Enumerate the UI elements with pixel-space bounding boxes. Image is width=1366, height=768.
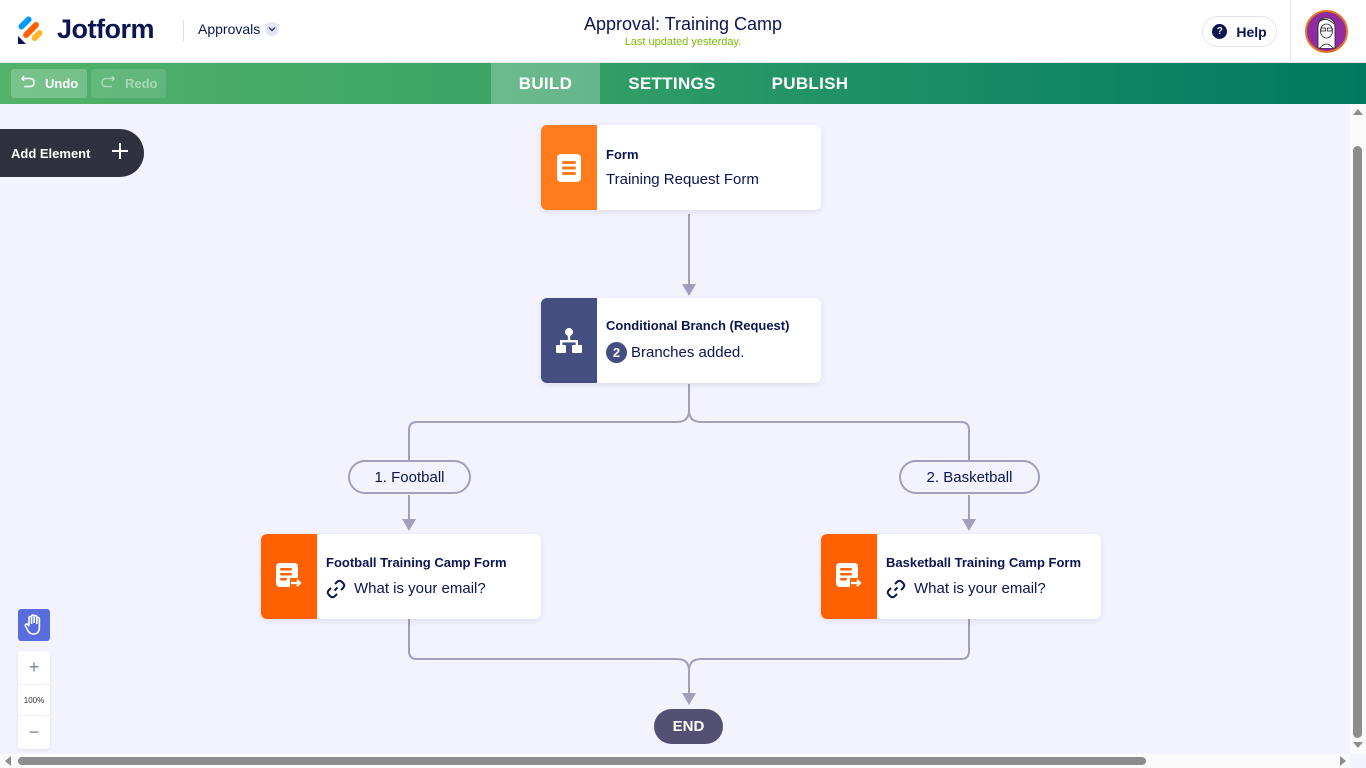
node-form[interactable]: Form Training Request Form [541, 125, 821, 210]
vertical-scrollbar[interactable] [1350, 104, 1366, 754]
tab-build[interactable]: BUILD [491, 63, 600, 104]
zoom-out-button[interactable]: − [28, 722, 40, 742]
arrow-to-basketball [962, 519, 976, 531]
end-node: END [654, 709, 723, 744]
scroll-right-arrow-icon[interactable] [1340, 756, 1346, 766]
brand-name: Jotform [57, 14, 155, 44]
node-branch-title: Conditional Branch (Request) [606, 318, 790, 333]
undo-label: Undo [45, 76, 79, 91]
help-label: Help [1236, 23, 1267, 40]
scroll-up-arrow-icon[interactable] [1353, 109, 1363, 115]
node-football-field: What is your email? [326, 579, 507, 599]
node-basketball-subtitle: What is your email? [914, 580, 1046, 597]
node-football-title: Football Training Camp Form [326, 554, 507, 570]
branch-icon [556, 327, 582, 353]
arrow-to-end [682, 693, 696, 705]
add-element-label: Add Element [11, 145, 91, 161]
branch-label-football[interactable]: 1. Football [348, 460, 471, 494]
form-assign-icon [276, 562, 302, 587]
product-menu-dropdown[interactable]: Approvals [198, 21, 280, 37]
arrow-to-branch [682, 284, 696, 296]
node-form-title: Form [606, 147, 639, 162]
zoom-controls: + 100% − [18, 651, 50, 749]
tab-publish[interactable]: PUBLISH [771, 73, 849, 93]
connector-branch-split [408, 384, 970, 460]
connector-merge-to-end [408, 619, 970, 694]
jotform-logo[interactable]: Jotform [17, 14, 155, 45]
node-basketball-form[interactable]: Basketball Training Camp Form What is yo… [821, 534, 1101, 619]
top-header: Jotform Approvals Approval: Training Cam… [0, 0, 1366, 63]
avatar-illustration-icon [1317, 17, 1336, 49]
node-basketball-title: Basketball Training Camp Form [886, 554, 1082, 570]
help-icon: ? [1212, 24, 1228, 39]
redo-label: Redo [125, 76, 158, 91]
user-avatar[interactable] [1305, 10, 1348, 53]
node-conditional-branch[interactable]: Conditional Branch (Request) 2 Branches … [541, 298, 821, 383]
scroll-down-arrow-icon[interactable] [1353, 742, 1363, 748]
plus-icon [110, 139, 130, 165]
add-element-button[interactable]: Add Element [0, 129, 144, 177]
form-assign-icon [836, 562, 862, 587]
node-football-icon-panel [261, 534, 317, 619]
node-branch-icon-panel [541, 298, 597, 383]
jotform-logo-icon [18, 15, 43, 44]
zoom-in-button[interactable]: + [28, 657, 40, 677]
horizontal-scroll-thumb[interactable] [18, 757, 1146, 765]
scroll-left-arrow-icon[interactable] [5, 756, 11, 766]
hand-icon [24, 614, 41, 635]
node-branch-summary: 2 Branches added. [606, 342, 789, 363]
branch-count-badge: 2 [606, 342, 627, 363]
zoom-level: 100% [18, 684, 50, 716]
tab-settings[interactable]: SETTINGS [628, 73, 716, 93]
chevron-down-icon [265, 22, 280, 36]
link-icon [886, 579, 906, 599]
undo-button[interactable]: Undo [11, 69, 87, 98]
arrow-to-football [402, 519, 416, 531]
node-form-subtitle: Training Request Form [606, 171, 759, 188]
link-icon [326, 579, 346, 599]
branch-label-basketball[interactable]: 2. Basketball [899, 460, 1040, 494]
last-updated-status: Last updated yesterday. [624, 36, 742, 48]
form-icon [557, 153, 581, 182]
node-basketball-icon-panel [821, 534, 877, 619]
undo-icon [21, 75, 35, 93]
node-form-icon-panel [541, 125, 597, 210]
vertical-scroll-thumb[interactable] [1353, 146, 1362, 738]
node-football-form[interactable]: Football Training Camp Form What is your… [261, 534, 541, 619]
node-basketball-field: What is your email? [886, 579, 1081, 599]
redo-icon [101, 75, 115, 93]
help-button[interactable]: ? Help [1202, 16, 1277, 47]
header-divider [183, 20, 184, 42]
redo-button[interactable]: Redo [91, 69, 166, 98]
node-branch-subtitle: Branches added. [631, 344, 745, 361]
builder-navbar: Undo Redo BUILD SETTINGS PUBLISH [0, 63, 1366, 104]
horizontal-scrollbar[interactable] [0, 754, 1350, 768]
product-menu-label: Approvals [198, 21, 261, 37]
node-football-subtitle: What is your email? [354, 580, 486, 597]
pan-tool-button[interactable] [18, 609, 50, 641]
header-divider-right [1290, 0, 1291, 63]
